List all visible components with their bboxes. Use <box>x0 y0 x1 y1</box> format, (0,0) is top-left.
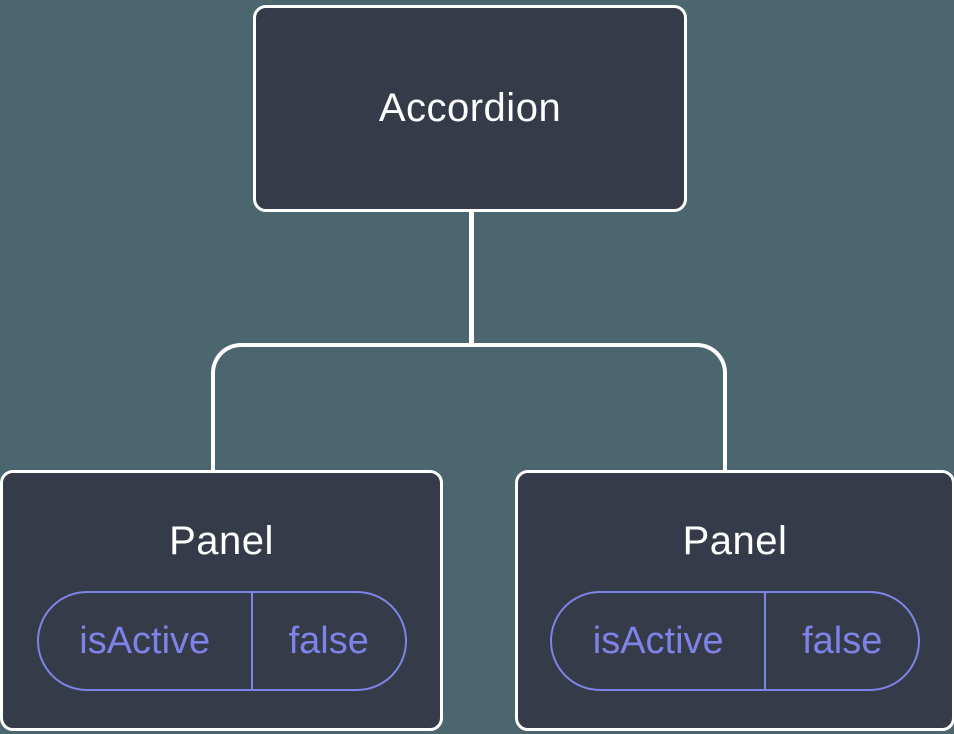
connector-stem <box>469 211 474 345</box>
state-pill: isActive false <box>550 591 920 691</box>
accordion-node-label: Accordion <box>378 86 562 130</box>
panel-node-label: Panel <box>169 519 274 563</box>
state-pill: isActive false <box>36 591 407 691</box>
state-name: isActive <box>552 593 767 689</box>
tree-node-panel-right: Panel isActive false <box>515 470 954 731</box>
state-name: isActive <box>39 593 253 689</box>
state-value: false <box>288 619 369 662</box>
state-value: false <box>802 619 883 662</box>
connector-branch <box>211 343 727 470</box>
tree-node-accordion: Accordion <box>253 5 687 212</box>
tree-node-panel-left: Panel isActive false <box>0 470 443 731</box>
panel-node-label: Panel <box>682 519 788 563</box>
